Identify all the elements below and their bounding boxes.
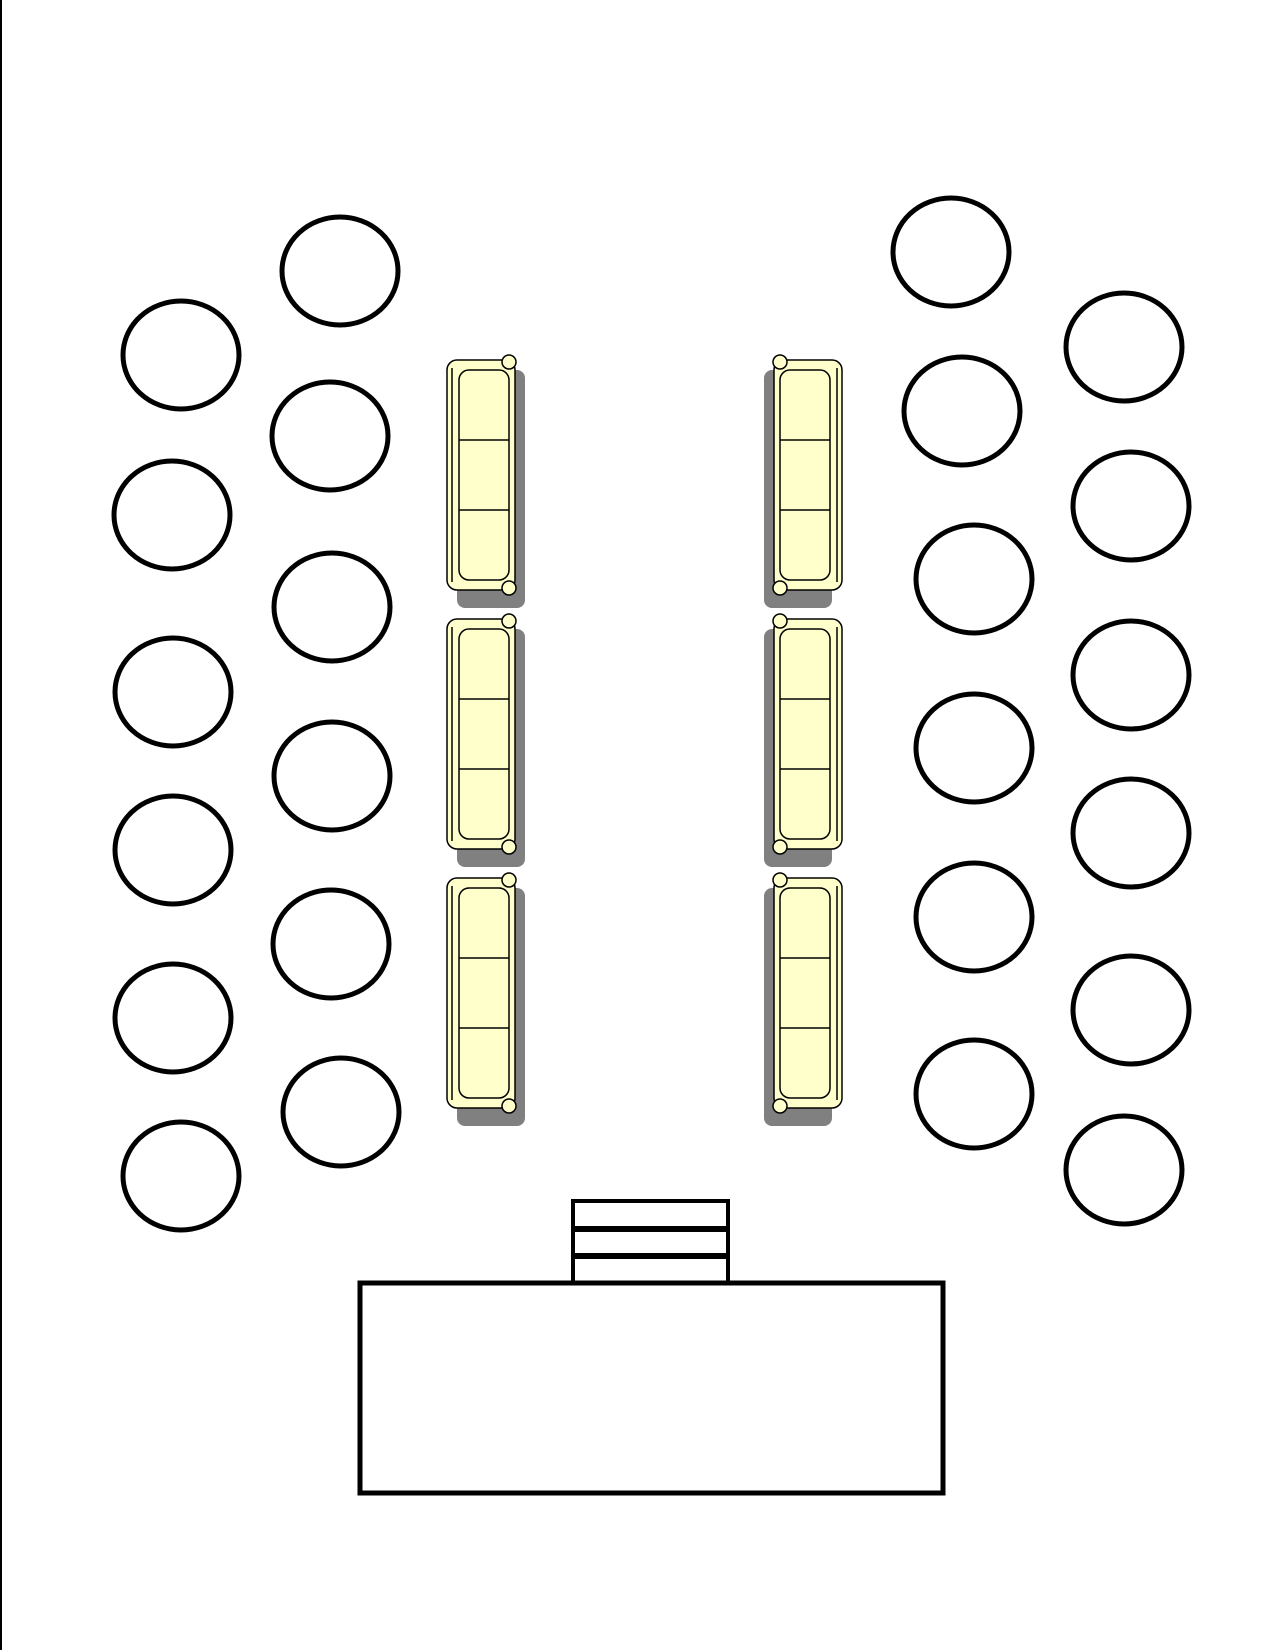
round-table <box>271 719 393 833</box>
round-table <box>269 379 391 493</box>
round-table <box>901 354 1023 468</box>
round-table <box>280 1055 402 1169</box>
sofas-right-group <box>764 354 843 1126</box>
round-table <box>890 195 1012 309</box>
round-table <box>112 635 234 749</box>
sofa <box>446 613 525 867</box>
stage-platform <box>357 1280 946 1496</box>
round-table <box>279 214 401 328</box>
round-table <box>1070 449 1192 563</box>
round-table <box>112 793 234 907</box>
round-table <box>270 887 392 1001</box>
round-table <box>913 860 1035 974</box>
stage-steps <box>571 1199 730 1285</box>
sofa <box>764 872 843 1126</box>
round-table <box>120 1119 242 1233</box>
round-table <box>111 458 233 572</box>
sofa <box>764 354 843 608</box>
sofa <box>446 354 525 608</box>
round-tables-right-group <box>890 195 1192 1227</box>
round-tables-left-group <box>111 214 402 1233</box>
round-table <box>1070 776 1192 890</box>
round-table <box>913 522 1035 636</box>
round-table <box>1070 953 1192 1067</box>
sofa <box>446 872 525 1126</box>
round-table <box>1063 290 1185 404</box>
round-table <box>913 1037 1035 1151</box>
sofa <box>764 613 843 867</box>
round-table <box>1063 1113 1185 1227</box>
round-table <box>913 691 1035 805</box>
sofas-left-group <box>446 354 525 1126</box>
round-table <box>120 298 242 412</box>
round-table <box>1070 618 1192 732</box>
round-table <box>112 961 234 1075</box>
round-table <box>271 550 393 664</box>
